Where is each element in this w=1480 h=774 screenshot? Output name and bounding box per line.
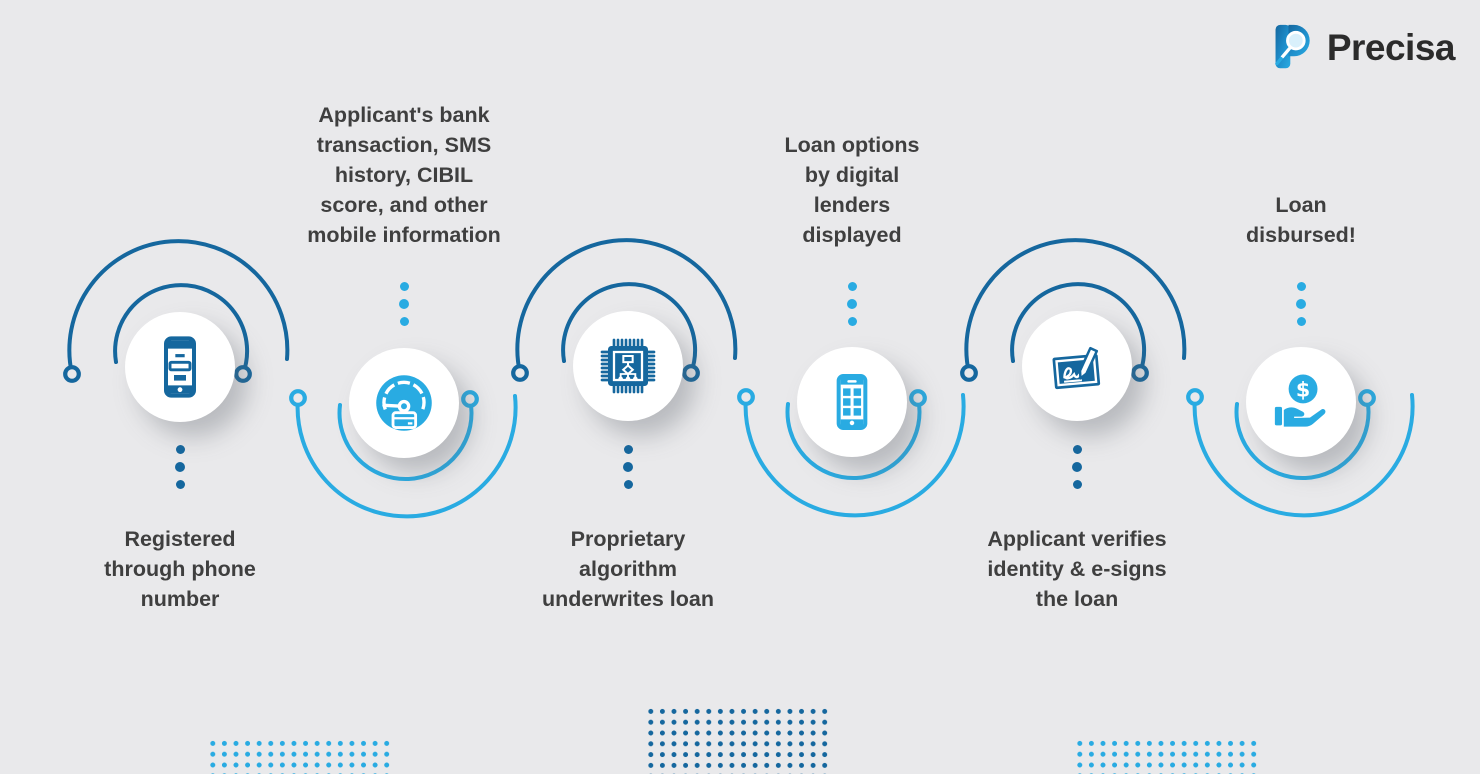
step-2-circle bbox=[349, 348, 459, 458]
step-1-arc-ring-right bbox=[234, 365, 252, 383]
step-6-circle: $ bbox=[1246, 347, 1356, 457]
step-1-outer-arc bbox=[67, 239, 290, 376]
step-3-arc-ring-left bbox=[511, 364, 529, 382]
step-1-circle bbox=[125, 312, 235, 422]
step-6-connector-dots bbox=[1296, 282, 1306, 326]
step-4-circle bbox=[797, 347, 907, 457]
step-4-arc-ring-left bbox=[737, 388, 755, 406]
step-6-label: Loan disbursed! bbox=[1246, 193, 1356, 247]
dot-pattern-middle bbox=[645, 706, 831, 774]
step-2-outer-arc bbox=[295, 394, 518, 519]
step-2-arc-ring-right bbox=[461, 390, 479, 408]
precisa-logo-text: Precisa bbox=[1326, 27, 1456, 68]
dot-pattern-left bbox=[207, 738, 393, 774]
smartphone-login-icon bbox=[164, 336, 196, 398]
step-6-arc-ring-left bbox=[1186, 388, 1204, 406]
esign-document-icon bbox=[1052, 346, 1101, 390]
step-6-arc-ring-right bbox=[1358, 389, 1376, 407]
step-6-inner-arc bbox=[1234, 396, 1371, 480]
hand-coin-icon: $ bbox=[1274, 374, 1326, 427]
step-3-connector-dots bbox=[623, 445, 633, 489]
step-1-arc-ring-left bbox=[63, 365, 81, 383]
dollar-glyph: $ bbox=[1296, 378, 1310, 402]
credit-score-gauge-icon bbox=[376, 375, 432, 431]
step-3-outer-arc bbox=[515, 238, 738, 375]
step-4-outer-arc bbox=[743, 393, 966, 518]
step-4-arc-ring-right bbox=[909, 389, 927, 407]
step-3-label: Proprietary algorithm underwrites loan bbox=[541, 527, 715, 611]
step-3-arc-ring-right bbox=[682, 364, 700, 382]
step-5-arc-ring-left bbox=[960, 364, 978, 382]
step-2-label: Applicant's bank transaction, SMS histor… bbox=[307, 103, 501, 247]
step-3-inner-arc bbox=[561, 282, 698, 375]
step-5-inner-arc bbox=[1010, 282, 1147, 375]
step-4-inner-arc bbox=[785, 396, 922, 480]
step-1-inner-arc bbox=[113, 283, 250, 376]
step-4-connector-dots bbox=[847, 282, 857, 326]
step-5-label: Applicant verifies identity & e-signs th… bbox=[987, 527, 1167, 611]
dot-pattern-right bbox=[1074, 738, 1260, 774]
step-1-label: Registered through phone number bbox=[104, 527, 256, 611]
step-2-arc-ring-left bbox=[289, 389, 307, 407]
smartphone-apps-icon bbox=[836, 374, 868, 430]
step-6-outer-arc bbox=[1192, 393, 1415, 518]
cpu-algorithm-icon bbox=[600, 338, 656, 394]
step-2-inner-arc bbox=[337, 397, 474, 481]
precisa-logo: Precisa bbox=[1270, 22, 1456, 74]
step-2-connector-dots bbox=[399, 282, 409, 326]
step-4-label: Loan options by digital lenders displaye… bbox=[784, 133, 920, 247]
step-1-connector-dots bbox=[175, 445, 185, 489]
step-5-outer-arc bbox=[964, 238, 1187, 375]
step-5-circle bbox=[1022, 311, 1132, 421]
precisa-magnifier-p-icon bbox=[1275, 24, 1310, 69]
step-5-connector-dots bbox=[1072, 445, 1082, 489]
step-5-arc-ring-right bbox=[1131, 364, 1149, 382]
step-3-circle bbox=[573, 311, 683, 421]
